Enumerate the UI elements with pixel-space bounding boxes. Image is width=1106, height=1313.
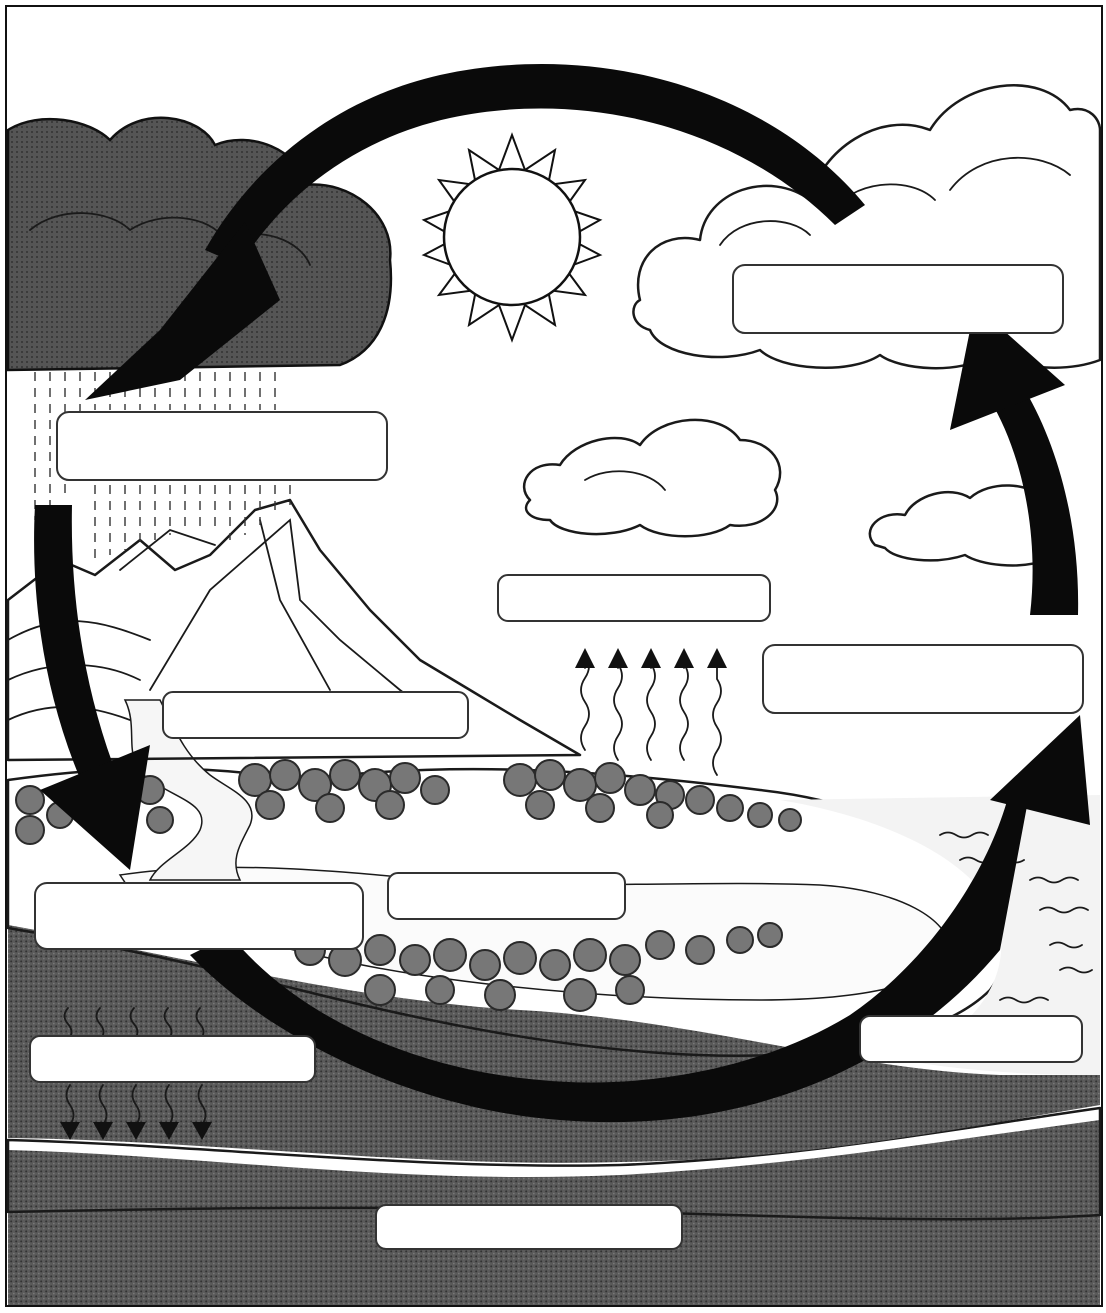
label-box-top-right-cloud[interactable] [733,265,1063,333]
label-box-bottom-groundwater[interactable] [376,1205,682,1249]
label-box-left-soil[interactable] [30,1036,315,1082]
label-box-center-land[interactable] [388,873,625,919]
label-box-right-middle[interactable] [763,645,1083,713]
label-box-left-land[interactable] [35,883,363,949]
label-box-mountain[interactable] [163,692,468,738]
label-box-right-ocean[interactable] [860,1016,1082,1062]
label-box-left-rain[interactable] [57,412,387,480]
label-box-center-vapor[interactable] [498,575,770,621]
